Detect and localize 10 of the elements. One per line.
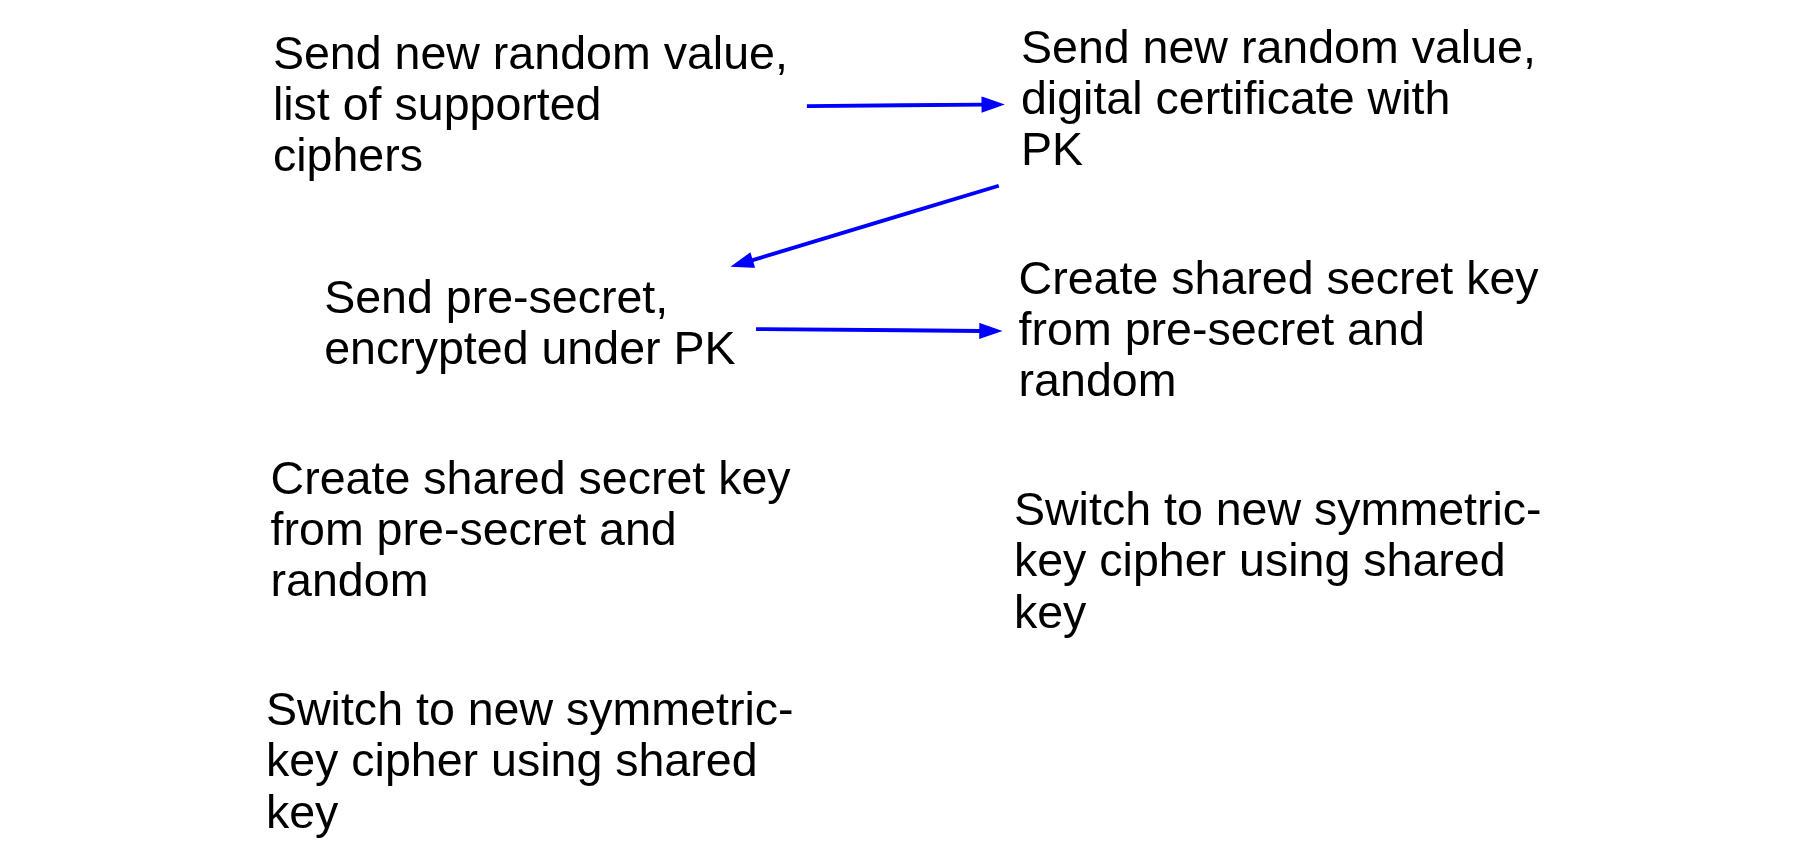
arrow	[806, 96, 1005, 113]
arrow	[755, 322, 1003, 340]
node-text: Switch to new symmetric-key cipher using shared key	[1013, 483, 1542, 638]
node-text: Create shared secret key from pre-secret and random	[1018, 251, 1539, 407]
node-text: Send pre-secret, encrypted under PK	[323, 271, 736, 375]
node-text: Send new random value, list of supported ciphers	[272, 26, 788, 182]
node-text: Switch to new symmetric-key cipher using shared key	[265, 683, 794, 838]
node-text: Send new random value, digital certificate with PK	[1020, 20, 1536, 176]
node-text: Create shared secret key from pre-secret and random	[270, 452, 791, 607]
arrow	[729, 183, 999, 268]
